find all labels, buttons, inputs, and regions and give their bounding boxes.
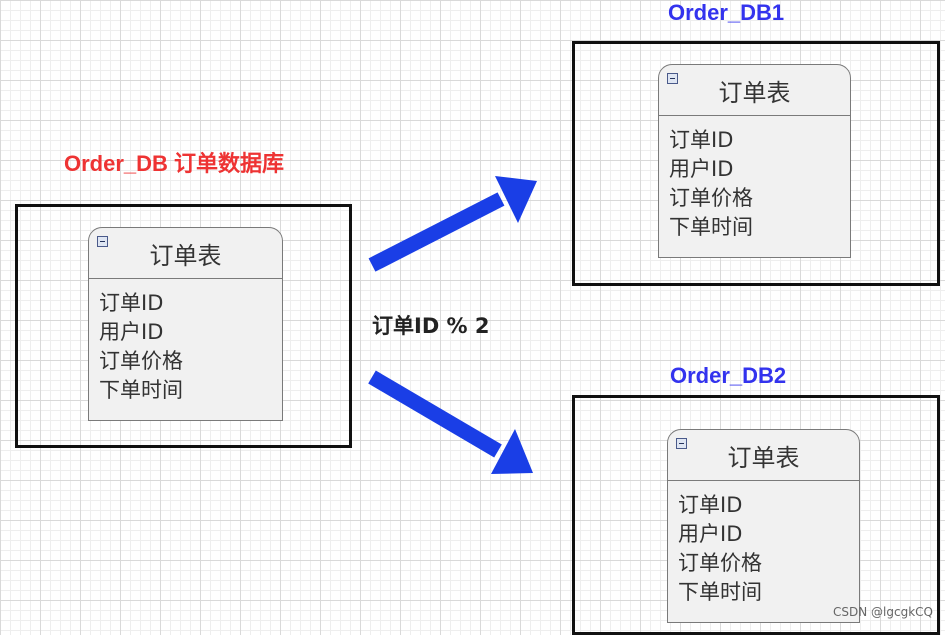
table-title: 订单表: [149, 241, 222, 270]
collapse-icon[interactable]: [676, 438, 687, 449]
table-title: 订单表: [727, 443, 800, 472]
target-db1-box: 订单表 订单ID 用户ID 订单价格 下单时间: [572, 41, 940, 286]
field-user-id: 用户ID: [669, 157, 734, 181]
field-list: 订单ID 用户ID 订单价格 下单时间: [659, 116, 850, 242]
field-order-time: 下单时间: [669, 215, 753, 239]
field-list: 订单ID 用户ID 订单价格 下单时间: [668, 481, 859, 607]
field-order-price: 订单价格: [99, 349, 183, 373]
field-order-id: 订单ID: [99, 291, 164, 315]
source-order-table: 订单表 订单ID 用户ID 订单价格 下单时间: [88, 227, 283, 421]
source-db-label: Order_DB 订单数据库: [64, 151, 285, 176]
collapse-icon[interactable]: [97, 236, 108, 247]
field-user-id: 用户ID: [678, 522, 743, 546]
arrow-to-db2: [368, 370, 533, 474]
field-order-price: 订单价格: [669, 186, 753, 210]
target-db1-label: Order_DB1: [668, 0, 785, 25]
field-order-id: 订单ID: [669, 128, 734, 152]
field-list: 订单ID 用户ID 订单价格 下单时间: [89, 279, 282, 405]
target-db2-box: 订单表 订单ID 用户ID 订单价格 下单时间: [572, 395, 940, 635]
table-header: 订单表: [89, 228, 282, 279]
db1-order-table: 订单表 订单ID 用户ID 订单价格 下单时间: [658, 64, 851, 258]
field-user-id: 用户ID: [99, 320, 164, 344]
db2-order-table: 订单表 订单ID 用户ID 订单价格 下单时间: [667, 429, 860, 623]
field-order-time: 下单时间: [678, 580, 762, 604]
target-db2-label: Order_DB2: [670, 363, 787, 388]
collapse-icon[interactable]: [667, 73, 678, 84]
field-order-time: 下单时间: [99, 378, 183, 402]
table-header: 订单表: [659, 65, 850, 116]
table-header: 订单表: [668, 430, 859, 481]
watermark: CSDN @lgcgkCQ: [833, 605, 933, 619]
source-db-box: 订单表 订单ID 用户ID 订单价格 下单时间: [15, 204, 352, 448]
field-order-id: 订单ID: [678, 493, 743, 517]
field-order-price: 订单价格: [678, 551, 762, 575]
table-title: 订单表: [718, 78, 791, 107]
arrow-to-db1: [368, 176, 537, 272]
sharding-rule-label: 订单ID % 2: [372, 314, 490, 338]
